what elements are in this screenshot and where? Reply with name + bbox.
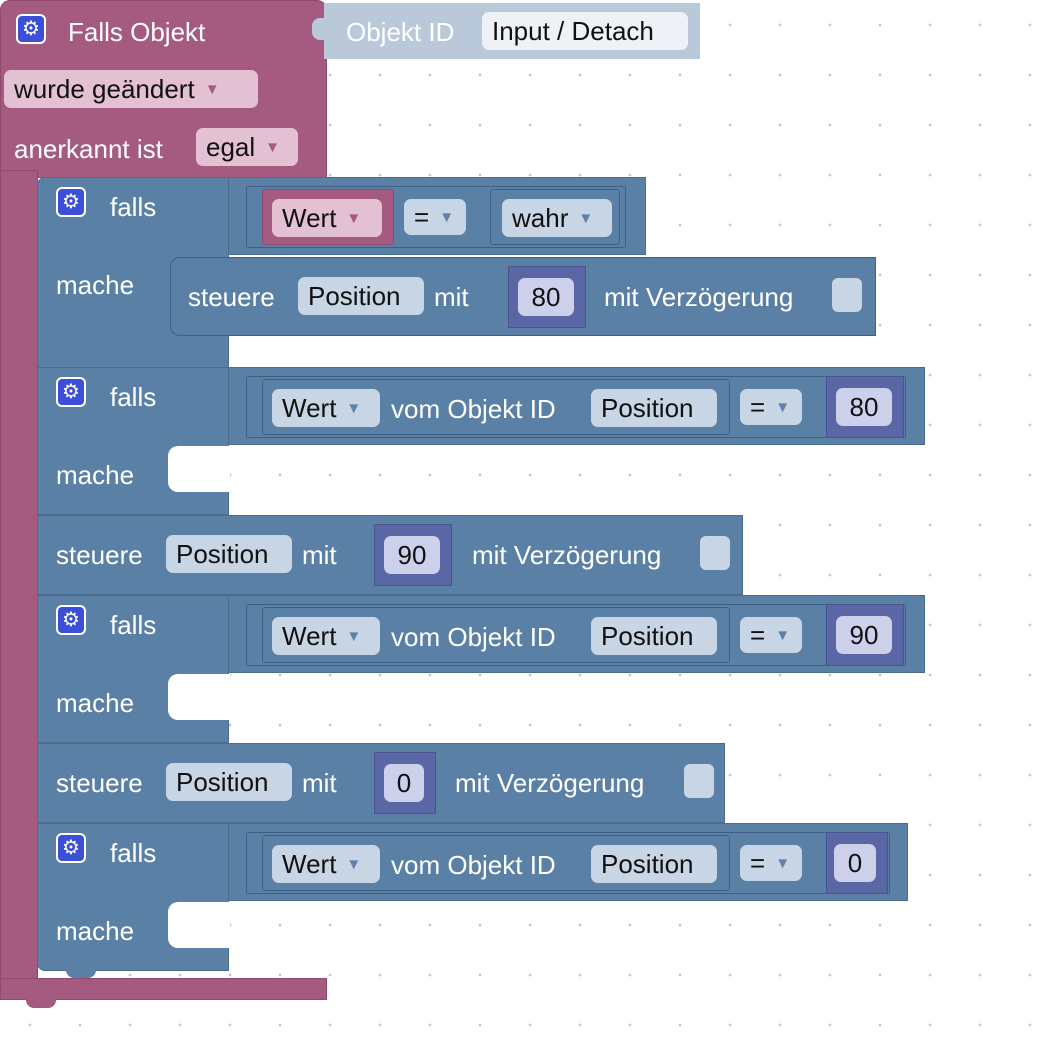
delay-label: mit Verzögerung (472, 540, 662, 570)
set-label: steuere (56, 540, 143, 570)
operator-label: = (414, 202, 430, 232)
ack-dropdown[interactable]: egal ▼ (196, 128, 298, 166)
dropdown-arrow-icon: ▼ (346, 855, 362, 873)
ack-value: egal (206, 132, 256, 162)
value-dropdown[interactable]: Wert ▼ (272, 199, 382, 237)
dropdown-arrow-icon: ▼ (265, 138, 281, 156)
dropdown-arrow-icon: ▼ (439, 208, 455, 226)
ack-label: anerkannt ist (14, 134, 163, 164)
value-label: Wert (282, 849, 337, 879)
trigger-dropdown[interactable]: wurde geändert ▼ (4, 70, 258, 108)
gear-icon[interactable]: ⚙ (56, 605, 86, 635)
delay-label: mit Verzögerung (604, 282, 794, 312)
trigger-value: wurde geändert (14, 74, 195, 104)
dropdown-arrow-icon: ▼ (204, 80, 220, 98)
operator-dropdown[interactable]: = ▼ (404, 199, 466, 235)
set-label: steuere (56, 768, 143, 798)
do-label: mache (56, 270, 135, 300)
value-dropdown[interactable]: Wert ▼ (272, 389, 380, 427)
delay-checkbox[interactable] (684, 764, 714, 798)
object-field[interactable]: Position (591, 389, 717, 427)
number-value[interactable]: 80 (518, 278, 574, 316)
of-object-label: vom Objekt ID (391, 850, 556, 880)
delay-checkbox[interactable] (832, 278, 862, 312)
dropdown-arrow-icon: ▼ (775, 854, 791, 872)
block-connector-notch (26, 998, 56, 1008)
number-value[interactable]: 80 (836, 388, 892, 426)
set-target[interactable]: Position (166, 535, 292, 573)
do-label: mache (56, 688, 135, 718)
set-target[interactable]: Position (166, 763, 292, 801)
number-value[interactable]: 0 (834, 844, 876, 882)
gear-icon[interactable]: ⚙ (56, 187, 86, 217)
if-label: falls (110, 382, 157, 412)
object-id-label: Objekt ID (346, 17, 455, 47)
number-value[interactable]: 90 (836, 616, 892, 654)
object-field[interactable]: Position (591, 617, 717, 655)
boolean-dropdown[interactable]: wahr ▼ (502, 199, 612, 237)
gear-icon[interactable]: ⚙ (56, 377, 86, 407)
dropdown-arrow-icon: ▼ (775, 398, 791, 416)
block-connector-notch (66, 968, 96, 978)
event-block-spine (0, 170, 38, 982)
if-label: falls (110, 192, 157, 222)
operator-label: = (750, 848, 766, 878)
dropdown-arrow-icon: ▼ (346, 209, 362, 227)
delay-label: mit Verzögerung (455, 768, 645, 798)
do-label: mache (56, 916, 135, 946)
of-object-label: vom Objekt ID (391, 394, 556, 424)
value-dropdown[interactable]: Wert ▼ (272, 617, 380, 655)
operator-dropdown[interactable]: = ▼ (740, 845, 802, 881)
set-label: steuere (188, 282, 275, 312)
if-label: falls (110, 838, 157, 868)
set-target[interactable]: Position (298, 277, 424, 315)
delay-checkbox[interactable] (700, 536, 730, 570)
gear-icon[interactable]: ⚙ (16, 14, 46, 44)
operator-label: = (750, 392, 766, 422)
if-block-3-slot (168, 674, 230, 720)
value-label: Wert (282, 203, 337, 233)
of-object-label: vom Objekt ID (391, 622, 556, 652)
number-value[interactable]: 0 (384, 764, 424, 802)
with-label: mit (302, 768, 337, 798)
dropdown-arrow-icon: ▼ (775, 626, 791, 644)
event-block-bottom (0, 978, 327, 1000)
dropdown-arrow-icon: ▼ (346, 399, 362, 417)
operator-label: = (750, 620, 766, 650)
dropdown-arrow-icon: ▼ (346, 627, 362, 645)
if-block-2-slot (168, 446, 230, 492)
operator-dropdown[interactable]: = ▼ (740, 389, 802, 425)
boolean-value: wahr (512, 203, 569, 233)
value-dropdown[interactable]: Wert ▼ (272, 845, 380, 883)
value-label: Wert (282, 393, 337, 423)
with-label: mit (434, 282, 469, 312)
value-label: Wert (282, 621, 337, 651)
if-label: falls (110, 610, 157, 640)
gear-icon[interactable]: ⚙ (56, 833, 86, 863)
with-label: mit (302, 540, 337, 570)
operator-dropdown[interactable]: = ▼ (740, 617, 802, 653)
event-title: Falls Objekt (68, 17, 206, 47)
object-field[interactable]: Position (591, 845, 717, 883)
if-block-4-slot (168, 902, 230, 948)
object-id-plug (312, 18, 324, 40)
number-value[interactable]: 90 (384, 536, 440, 574)
dropdown-arrow-icon: ▼ (578, 209, 594, 227)
object-id-value[interactable]: Input / Detach (482, 12, 688, 50)
do-label: mache (56, 460, 135, 490)
